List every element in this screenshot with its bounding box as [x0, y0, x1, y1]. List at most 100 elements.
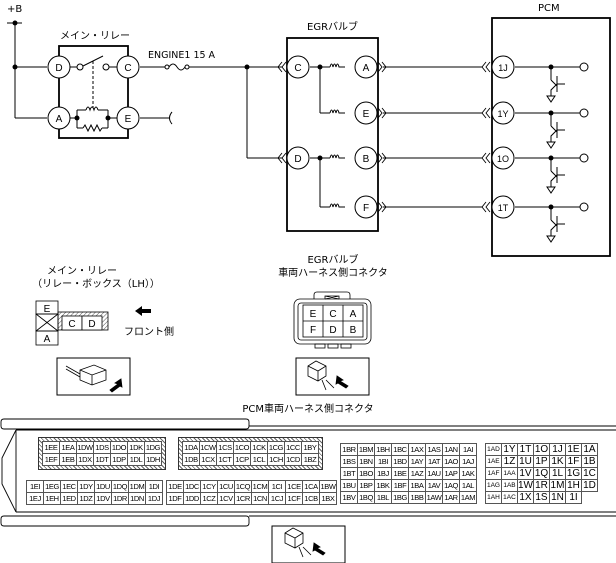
egr-connector-face	[293, 291, 372, 349]
pcm-pin-cell: 1DJ	[145, 492, 163, 505]
pcm-pin-cell: 1BT	[340, 467, 358, 480]
egr-connector-title: EGRバルブ	[307, 253, 358, 266]
pcm-pin-cell: 1AH	[485, 491, 502, 504]
pcm-pin-cell: 1DV	[94, 492, 112, 505]
egr-cell: E	[310, 309, 317, 320]
pcm-pin-cell: 1EJ	[26, 492, 44, 505]
pcm-pin-cell: 1CA	[302, 480, 320, 493]
pcm-pin-cell: 1AT	[425, 455, 443, 468]
pcm-pin-cell: 1BR	[340, 443, 358, 456]
egr-cell: B	[350, 325, 357, 336]
pcm-pin-cell: 1AO	[442, 455, 460, 468]
pcm-pin-cell: 1EG	[43, 480, 61, 493]
pcm-pin-cell: 1CQ	[234, 480, 252, 493]
pcm-pin-cell: 1G	[565, 467, 582, 480]
transistor-icons	[515, 62, 589, 243]
pcm-pin-cell: 1Q	[533, 467, 550, 480]
egr-cell: D	[329, 325, 336, 336]
pcm-pin-cell: 1CK	[250, 441, 268, 454]
pcm-pin-cell: 1AN	[442, 443, 460, 456]
pcm-pin-cell: 1CO	[233, 441, 251, 454]
pcm-pin-cell: 1BD	[391, 455, 409, 468]
pcm-pin-cell: 1AI	[459, 443, 477, 456]
pcm-pin-cell: 1AB	[501, 479, 518, 492]
front-side-label: フロント側	[124, 325, 174, 338]
pcm-pin-cell: 1DH	[144, 453, 162, 466]
pcm-pin-cell: 1S	[533, 491, 550, 504]
relay-cell: C	[68, 319, 75, 330]
pcm-pin-cell: 1AZ	[408, 467, 426, 480]
pcm-pin-cell: 1BJ	[374, 467, 392, 480]
pcm-pin-cell: 1AF	[485, 467, 502, 480]
pcm-pin-cell: 1AK	[459, 467, 477, 480]
pcm-pin-cell: 1AD	[485, 443, 502, 456]
pcm-pin-cell: 1W	[517, 479, 534, 492]
pcm-pin-cell: 1X	[517, 491, 534, 504]
pcm-pin-cell: 1DB	[182, 453, 200, 466]
pcm-pin-cell: 1CV	[217, 492, 235, 505]
pcm-pin-cell: 1DP	[110, 453, 128, 466]
main-relay-box	[58, 45, 129, 139]
pcm-pin-cell: 1EC	[60, 480, 78, 493]
fuse-label: ENGINE1 15 A	[148, 50, 216, 61]
pin-label: 1Y	[497, 109, 508, 119]
pcm-connector-title: PCM車両ハーネス側コネクタ	[242, 402, 373, 415]
egr-valve-title: EGRバルブ	[307, 20, 358, 33]
egr-connector-subtitle: 車両ハーネス側コネクタ	[278, 266, 388, 279]
pcm-pin-cell: 1DM	[128, 480, 146, 493]
pcm-pin-cell: 1DG	[144, 441, 162, 454]
pcm-pin-cell: 1DW	[76, 441, 94, 454]
egr-cell: F	[310, 325, 316, 336]
pcm-pin-cell: 1BC	[391, 443, 409, 456]
pcm-pin-cell: 1EF	[42, 453, 60, 466]
egr-cell: A	[350, 309, 357, 320]
pcm-pin-cell: 1AS	[425, 443, 443, 456]
relay-connector-face	[35, 300, 109, 346]
pcm-pin-cell: 1EB	[59, 453, 77, 466]
pcm-pin-cell: 1BG	[391, 491, 409, 504]
pin-label: 1J	[498, 63, 508, 73]
pcm-pin-cell: 1BM	[357, 443, 375, 456]
pcm-pin-cell: 1BB	[408, 491, 426, 504]
pcm-pin-cell: 1BY	[301, 441, 319, 454]
pcm-pin-cell: 1DF	[166, 492, 184, 505]
pcm-pin-cell: 1AW	[425, 491, 443, 504]
pcm-pin-cell: 1AP	[442, 467, 460, 480]
relay-cell: D	[88, 319, 95, 330]
relay-connector-subtitle: （リレー・ボックス（LH））	[32, 278, 160, 290]
pcm-connector-housing	[0, 418, 616, 527]
pcm-pin-cell: 1DS	[93, 441, 111, 454]
pcm-pin-cell: 1AM	[459, 491, 477, 504]
pcm-pin-cell: 1AL	[459, 479, 477, 492]
pcm-pin-cell: 1DA	[182, 441, 200, 454]
relay-view-icon	[56, 357, 131, 396]
pcm-pin-cell: 1CU	[217, 480, 235, 493]
pcm-pin-cell: 1DZ	[77, 492, 95, 505]
pcm-pin-cell: 1M	[549, 479, 566, 492]
pcm-pin-cell: 1BF	[391, 479, 409, 492]
pcm-pin-cell: 1CB	[302, 492, 320, 505]
pcm-pin-cell: 1H	[565, 479, 582, 492]
pcm-pin-cell: 1BH	[374, 443, 392, 456]
pcm-pin-cell: 1CW	[199, 441, 217, 454]
pcm-pin-cell: 1BE	[391, 467, 409, 480]
pcm-pin-cell: 1AX	[408, 443, 426, 456]
pcm-pin-cell: 1R	[533, 479, 550, 492]
pcm-pin-cell: 1DT	[93, 453, 111, 466]
pcm-pin-cell: 1CX	[199, 453, 217, 466]
pcm-pin-cell: 1AR	[442, 491, 460, 504]
